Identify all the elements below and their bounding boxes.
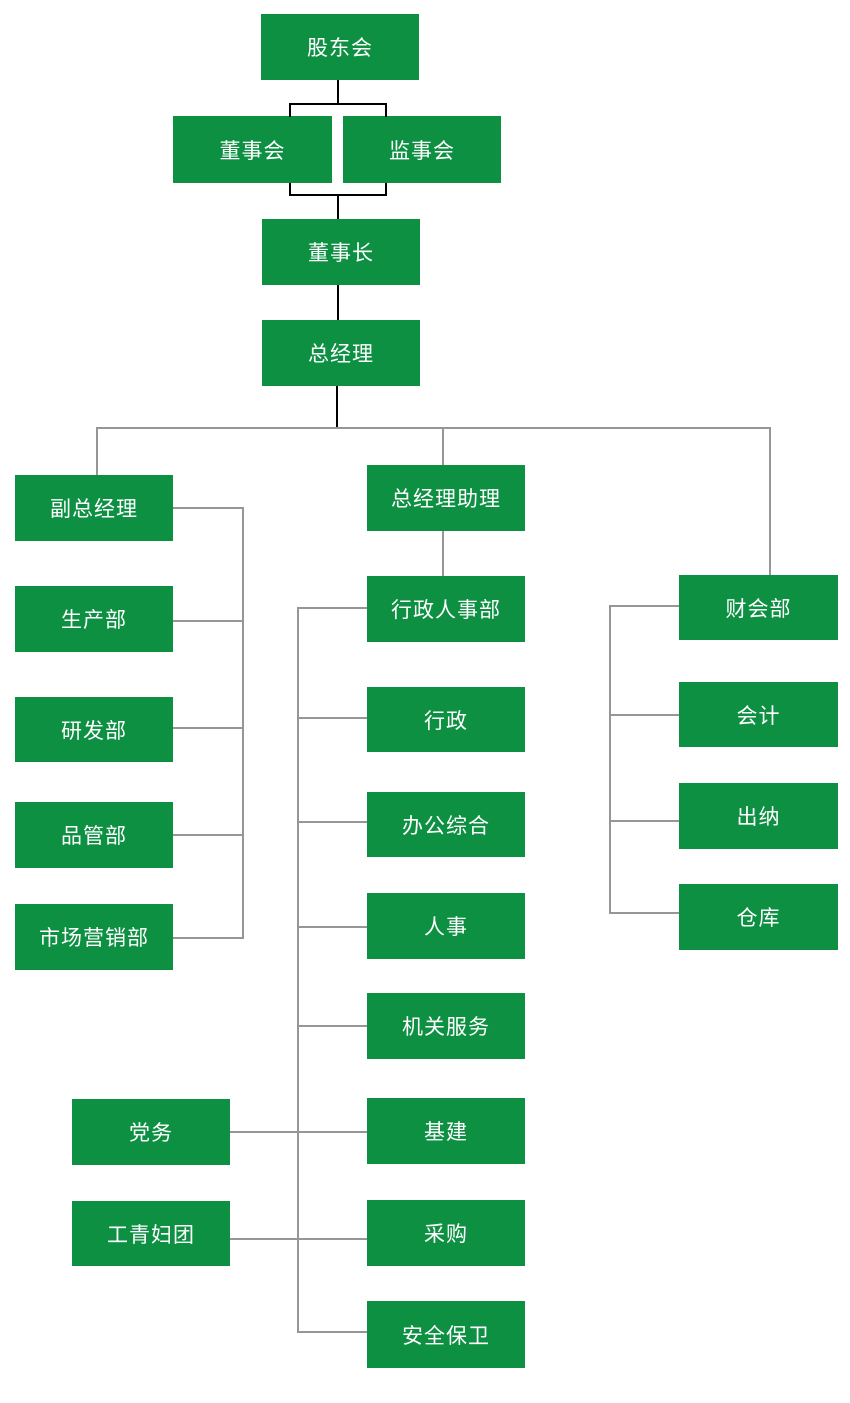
node-security: 安全保卫 (367, 1301, 525, 1368)
connector-stub-finance (609, 605, 679, 607)
connector-right-rail (609, 605, 611, 913)
connector-main-distribution (96, 427, 770, 429)
connector-party-infrastructure (230, 1131, 367, 1133)
node-shareholders: 股东会 (261, 14, 419, 80)
connector-gm-assistant-admin-hr (442, 531, 444, 576)
node-board: 董事会 (173, 116, 332, 183)
connector-stub-marketing (173, 937, 243, 939)
connector-stub-deputy-gm (173, 507, 243, 509)
node-admin: 行政 (367, 687, 525, 752)
connector-stub-cashier (609, 820, 679, 822)
connector-board-riser (289, 183, 291, 196)
connector-board-drop (289, 103, 291, 117)
connector-shareholders-drop (337, 80, 339, 103)
node-production: 生产部 (15, 586, 173, 652)
node-party-affairs: 党务 (72, 1099, 230, 1165)
connector-gm-assistant-drop (442, 427, 444, 465)
connector-stub-security (297, 1331, 367, 1333)
node-agency-services: 机关服务 (367, 993, 525, 1059)
connector-stub-warehouse (609, 912, 679, 914)
node-admin-hr: 行政人事部 (367, 576, 525, 642)
connector-stub-accounting (609, 714, 679, 716)
connector-stub-rnd (173, 727, 243, 729)
node-quality: 品管部 (15, 802, 173, 868)
connector-stub-hr (297, 926, 367, 928)
connector-chairman-gm (337, 285, 339, 320)
node-procurement: 采购 (367, 1200, 525, 1266)
node-cashier: 出纳 (679, 783, 838, 849)
node-gm-assistant: 总经理助理 (367, 465, 525, 531)
connector-finance-drop (769, 427, 771, 575)
connector-supervisory-drop (385, 103, 387, 117)
node-accounting: 会计 (679, 682, 838, 747)
node-union-youth-women: 工青妇团 (72, 1201, 230, 1266)
connector-stub-admin-hr (297, 607, 367, 609)
connector-board-bracket-top (289, 103, 387, 105)
node-infrastructure: 基建 (367, 1098, 525, 1164)
node-supervisory: 监事会 (343, 116, 501, 183)
connector-stub-quality (173, 834, 243, 836)
node-office-general: 办公综合 (367, 792, 525, 857)
connector-chairman-drop (337, 194, 339, 219)
connector-stub-agency-services (297, 1025, 367, 1027)
connector-deputy-gm-drop (96, 427, 98, 475)
connector-supervisory-riser (385, 183, 387, 196)
connector-middle-rail (297, 607, 299, 1333)
node-general-manager: 总经理 (262, 320, 420, 386)
node-chairman: 董事长 (262, 219, 420, 285)
connector-stub-admin (297, 717, 367, 719)
node-deputy-gm: 副总经理 (15, 475, 173, 541)
connector-left-rail (242, 507, 244, 939)
connector-stub-production (173, 620, 243, 622)
connector-stub-office-general (297, 821, 367, 823)
node-warehouse: 仓库 (679, 884, 838, 950)
connector-union-procurement (230, 1238, 367, 1240)
node-marketing: 市场营销部 (15, 904, 173, 970)
connector-gm-drop (336, 386, 338, 428)
node-finance-accounting: 财会部 (679, 575, 838, 640)
node-rnd: 研发部 (15, 697, 173, 762)
node-hr: 人事 (367, 893, 525, 959)
